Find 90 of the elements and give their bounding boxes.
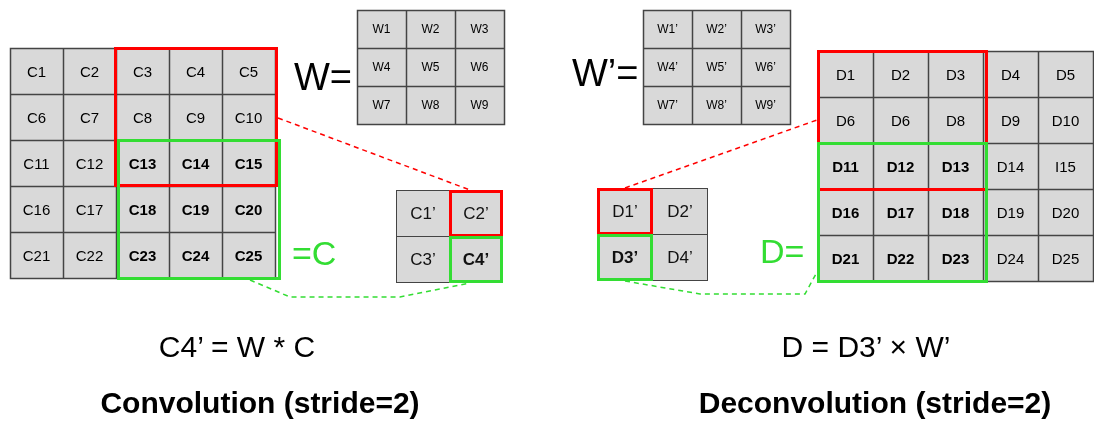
matrix-entry: D5 — [1055, 66, 1076, 82]
equation: C4’ = W * C — [157, 332, 317, 362]
matrix-entry: D4 — [1000, 66, 1021, 82]
matrix-entry: I15 — [1055, 158, 1076, 174]
matrix-entry: D21 — [831, 250, 860, 266]
matrix-entry: D17 — [886, 204, 915, 220]
dashed-line — [277, 117, 471, 191]
matrix-entry: C11 — [23, 155, 50, 171]
matrix-entry: C10 — [234, 109, 263, 125]
matrix-entry: D9 — [1000, 112, 1021, 128]
matrix-entry: C12 — [75, 155, 104, 171]
equation: D = D3’ × W’ — [780, 332, 952, 362]
matrix-entry: W3 — [470, 23, 489, 35]
matrix-name: W’= — [572, 54, 639, 92]
matrix-entry: D2 — [890, 66, 911, 82]
highlight-frame — [117, 139, 281, 280]
matrix-entry: C13 — [128, 155, 157, 171]
matrix-entry: C18 — [128, 201, 157, 217]
matrix-entry: C17 — [75, 201, 104, 217]
matrix-entry: D6 — [890, 112, 911, 128]
caption-title: Convolution (stride=2) — [99, 388, 421, 418]
matrix-entry: W2’ — [706, 23, 727, 35]
matrix-entry: D18 — [941, 204, 970, 220]
matrix-entry: W8 — [421, 99, 440, 111]
matrix-name: =C — [292, 236, 337, 270]
matrix-entry: W8’ — [706, 99, 727, 111]
matrix-entry: C19 — [181, 201, 210, 217]
matrix-entry: C7 — [79, 109, 100, 125]
matrix-entry: C22 — [75, 247, 104, 263]
matrix-entry: C5 — [238, 63, 259, 79]
matrix-entry: W2 — [421, 23, 440, 35]
matrix-entry: C8 — [132, 109, 153, 125]
matrix-entry: C3 — [132, 63, 153, 79]
matrix-entry: C21 — [22, 247, 51, 263]
matrix-entry: W3’ — [755, 23, 776, 35]
matrix-entry: C4’ — [449, 236, 503, 283]
matrix-entry: C15 — [234, 155, 263, 171]
matrix-entry: D10 — [1051, 112, 1080, 128]
matrix-entry: C24 — [181, 247, 210, 263]
matrix-entry: D16 — [831, 204, 860, 220]
matrix-entry: C9 — [185, 109, 206, 125]
dashed-line — [624, 119, 818, 189]
matrix-entry: C2’ — [449, 190, 503, 237]
matrix-entry: D20 — [1051, 204, 1080, 220]
matrix-entry: D11 — [832, 158, 859, 174]
matrix-entry: C23 — [128, 247, 157, 263]
matrix-entry: D3’ — [597, 234, 653, 281]
matrix-entry: D2’ — [652, 188, 708, 235]
matrix-entry: W9’ — [755, 99, 776, 111]
matrix-entry: W1 — [372, 23, 391, 35]
matrix-entry: C2 — [79, 63, 100, 79]
matrix-entry: D3 — [945, 66, 966, 82]
matrix-entry: D24 — [996, 250, 1025, 266]
matrix-entry: W1’ — [657, 23, 678, 35]
matrix-entry: C3’ — [396, 236, 450, 283]
highlight-frame — [114, 47, 278, 187]
matrix-entry: D22 — [886, 250, 915, 266]
matrix-entry: C20 — [234, 201, 263, 217]
matrix-name: W= — [294, 58, 353, 96]
matrix-entry: W9 — [470, 99, 489, 111]
matrix-entry: C4 — [185, 63, 206, 79]
matrix-entry: D8 — [945, 112, 966, 128]
matrix-entry: D13 — [941, 158, 970, 174]
matrix-entry: W7 — [372, 99, 391, 111]
matrix-entry: W5’ — [706, 61, 727, 73]
matrix-entry: W6’ — [755, 61, 776, 73]
highlight-frame — [817, 50, 988, 191]
matrix-entry: D14 — [996, 158, 1025, 174]
matrix-entry: W5 — [421, 61, 440, 73]
matrix-entry: D12 — [886, 158, 915, 174]
matrix-entry: W4’ — [657, 61, 678, 73]
matrix-entry: W7’ — [657, 99, 678, 111]
matrix-entry: W4 — [372, 61, 391, 73]
matrix-entry: D6 — [835, 112, 856, 128]
matrix-entry: C1 — [26, 63, 47, 79]
matrix-entry: C16 — [22, 201, 51, 217]
matrix-entry: C25 — [234, 247, 263, 263]
matrix-entry: D1 — [835, 66, 856, 82]
matrix-name: D= — [760, 234, 805, 268]
matrix-entry: D4’ — [652, 234, 708, 281]
matrix-entry: D23 — [941, 250, 970, 266]
matrix-entry: C1’ — [396, 190, 450, 237]
matrix-entry: C6 — [26, 109, 47, 125]
caption-title: Deconvolution (stride=2) — [697, 388, 1053, 418]
matrix-entry: D1’ — [597, 188, 653, 235]
matrix-entry: W6 — [470, 61, 489, 73]
highlight-frame — [817, 142, 988, 283]
matrix-entry: D25 — [1051, 250, 1080, 266]
matrix-entry: C14 — [181, 155, 210, 171]
matrix-entry: D19 — [996, 204, 1025, 220]
